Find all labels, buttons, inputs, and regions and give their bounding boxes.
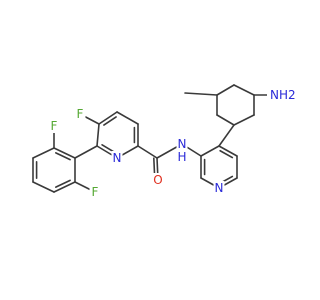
bond-ch3-p1 xyxy=(218,124,235,147)
bond-ch5-me xyxy=(184,92,218,96)
fluorine-top-label-background xyxy=(48,119,60,133)
bond-q3-q4 xyxy=(98,111,118,125)
fluorine-bottom-label-background xyxy=(89,185,101,199)
amide-nitrogen-label-background xyxy=(176,137,188,151)
fluoropyridine-nitrogen-label: N xyxy=(113,151,122,165)
bond-p1-p2 xyxy=(200,145,220,157)
pyridine-nitrogen-label: N xyxy=(215,181,224,195)
bond-r1-r2-second xyxy=(55,152,71,161)
carbonyl-oxygen-label-background xyxy=(152,173,164,187)
fluorine-bottom-label: F xyxy=(92,185,99,199)
bond-p6-p1 xyxy=(218,145,238,157)
bond-ch2-ch3 xyxy=(233,114,255,126)
bond-ch6-ch1 xyxy=(233,84,255,96)
bond-r4-r5 xyxy=(32,181,55,193)
bond-r5-r6 xyxy=(53,181,76,193)
fluorine-pyridine-label: F xyxy=(77,107,84,121)
bond-q3-q4-second xyxy=(103,116,117,126)
pyridine-nitrogen-label-background xyxy=(213,181,225,195)
bond-r2-r3 xyxy=(32,147,55,159)
bond-q5-r1 xyxy=(74,145,98,159)
fluorine-top-label: F xyxy=(51,119,58,133)
amine-label-background xyxy=(267,88,293,102)
bond-ch3-ch4 xyxy=(216,114,235,126)
bond-q4-q5 xyxy=(96,123,100,147)
bond-q2-q3 xyxy=(116,111,139,125)
amide-hydrogen-label: H xyxy=(177,150,186,164)
carbonyl-oxygen-label: O xyxy=(153,173,162,187)
bond-cc-q1 xyxy=(137,145,158,159)
amide-nitrogen-label: N xyxy=(178,137,187,151)
fluorine-pyridine-label-background xyxy=(74,107,86,121)
bond-r5-r6-second xyxy=(55,179,71,188)
bond-p6-p1-second xyxy=(219,149,234,159)
amine-label: NH2 xyxy=(270,88,296,102)
fluoropyridine-nitrogen-label-background xyxy=(111,151,123,165)
bond-r1-r2 xyxy=(53,147,76,159)
bond-ch5-ch6 xyxy=(216,84,235,96)
